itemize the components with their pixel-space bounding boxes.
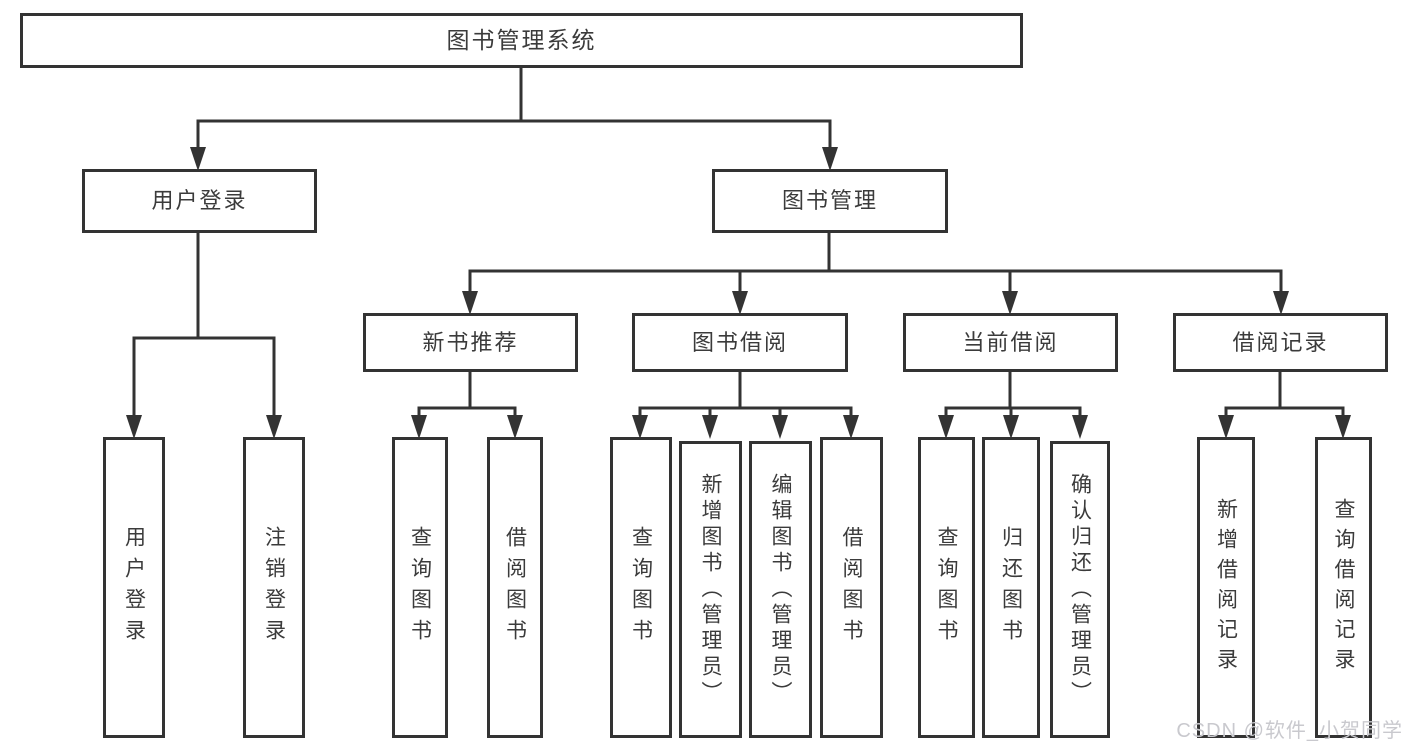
leaf-borrow-books: 借阅图书	[820, 437, 883, 738]
connector-book-borrow-children	[638, 372, 853, 420]
leaf-confirm-return-admin: 确认归还（管理员）	[1050, 441, 1110, 738]
connector-current-borrow-children	[944, 372, 1082, 420]
leaf-edit-book-admin: 编辑图书（管理员）	[749, 441, 812, 738]
leaf-user-login: 用户登录	[103, 437, 165, 738]
connector-new-book-children	[417, 372, 517, 420]
node-user-login: 用户登录	[82, 169, 317, 233]
node-borrow-records: 借阅记录	[1173, 313, 1388, 372]
node-book-borrow: 图书借阅	[632, 313, 848, 372]
leaf-add-book-admin: 新增图书（管理员）	[679, 441, 742, 738]
node-new-book-recommend: 新书推荐	[363, 313, 578, 372]
leaf-query-borrow-record: 查询借阅记录	[1315, 437, 1372, 738]
connector-root-to-level2	[196, 67, 832, 150]
node-library-system: 图书管理系统	[20, 13, 1023, 68]
leaf-query-books-current: 查询图书	[918, 437, 975, 738]
leaf-logout: 注销登录	[243, 437, 305, 738]
node-book-management: 图书管理	[712, 169, 948, 233]
connector-borrow-record-children	[1224, 372, 1345, 420]
leaf-query-books-recommend: 查询图书	[392, 437, 448, 738]
connector-book-mgmt-children	[468, 232, 1283, 295]
leaf-return-book: 归还图书	[982, 437, 1040, 738]
leaf-query-books-borrow: 查询图书	[610, 437, 672, 738]
connector-user-login-children	[132, 232, 276, 420]
leaf-borrow-books-recommend: 借阅图书	[487, 437, 543, 738]
leaf-add-borrow-record: 新增借阅记录	[1197, 437, 1255, 738]
node-current-borrow: 当前借阅	[903, 313, 1118, 372]
